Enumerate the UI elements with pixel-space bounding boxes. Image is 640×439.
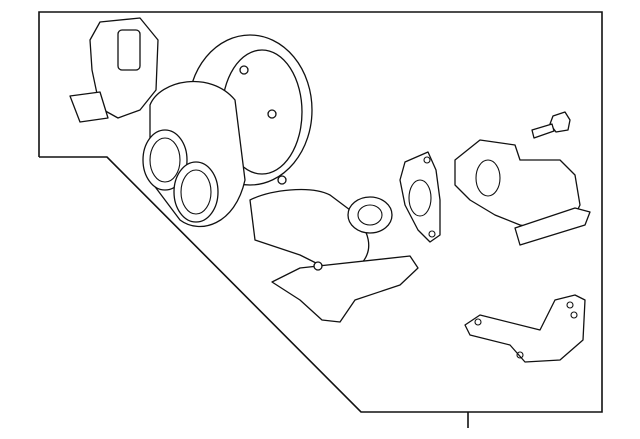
bracket-hole [566,301,574,309]
flange-bolt-icon [277,175,287,185]
bolt-shank [531,123,555,139]
elbow-inlet [475,159,501,197]
gasket-hole [423,156,431,164]
assembly-frame [38,11,603,413]
outlet-flange-bore [357,204,383,226]
outlet-flange [347,196,393,234]
actuator-connector [117,29,141,71]
bracket-outline [464,294,586,363]
exhaust-gasket[interactable] [399,151,441,243]
elbow-base-flange [514,207,591,246]
bracket-hole [474,318,482,326]
bolt[interactable] [531,111,571,139]
gasket-hole [428,230,436,238]
actuator-bracket [69,91,109,123]
gasket-outline [399,151,441,243]
bracket-hole [570,311,578,319]
compressor-outlet-inner [180,169,212,215]
bracket-hole [516,351,524,359]
flange-bolt-icon [267,109,277,119]
compressor-inlet-inner [149,137,181,183]
gasket-bore [408,179,432,217]
flange-bolt-icon [239,65,249,75]
foot-bolt-icon [313,261,323,271]
exhaust-elbow-flange[interactable] [454,139,591,246]
support-bracket[interactable] [464,294,586,363]
mounting-foot [271,255,419,323]
turbine-outlet [249,188,370,271]
turbocharger-assembly[interactable] [69,17,419,323]
